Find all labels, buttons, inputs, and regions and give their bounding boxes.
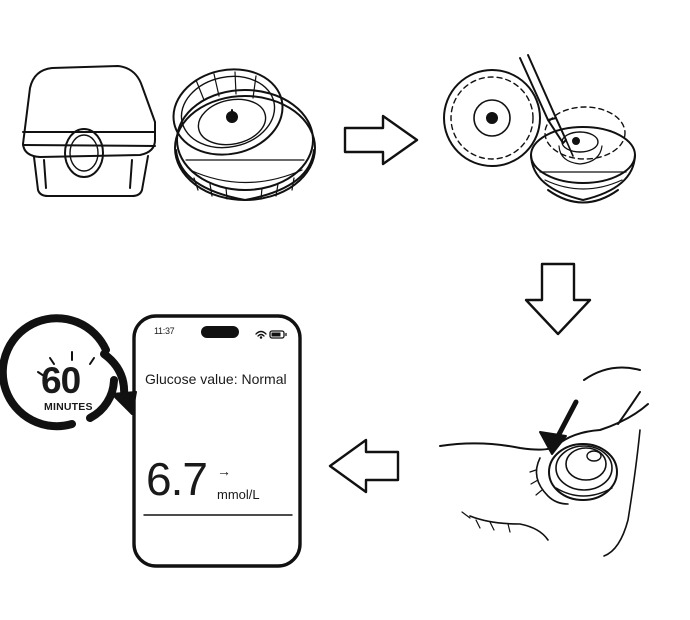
- phone-icon: [132, 314, 302, 568]
- sensor-applicator-icon: [172, 68, 316, 201]
- sensor-pack-icon: [22, 65, 156, 197]
- pointer-arrow-icon: [539, 399, 579, 455]
- trend-arrow-icon: →: [217, 463, 231, 479]
- clock-arrow-icon: [0, 314, 137, 431]
- sensor-cap-icon: [443, 69, 541, 167]
- sensor-base-icon: [530, 106, 636, 204]
- sensor-on-body-icon: [439, 366, 649, 557]
- down-arrow-icon: [524, 262, 592, 336]
- glucose-value: 6.7: [146, 453, 208, 505]
- status-icons: [255, 330, 287, 339]
- glucose-unit: mmol/L: [217, 487, 260, 502]
- timer-unit: MINUTES: [44, 401, 93, 413]
- phone-clock: 11:37: [154, 326, 175, 336]
- sensor-needle-icon: [519, 54, 574, 157]
- left-arrow-icon: [328, 438, 400, 494]
- timer-number: 60: [41, 360, 81, 401]
- right-arrow-icon: [343, 114, 419, 166]
- glucose-status-label: Glucose value: Normal: [145, 371, 287, 387]
